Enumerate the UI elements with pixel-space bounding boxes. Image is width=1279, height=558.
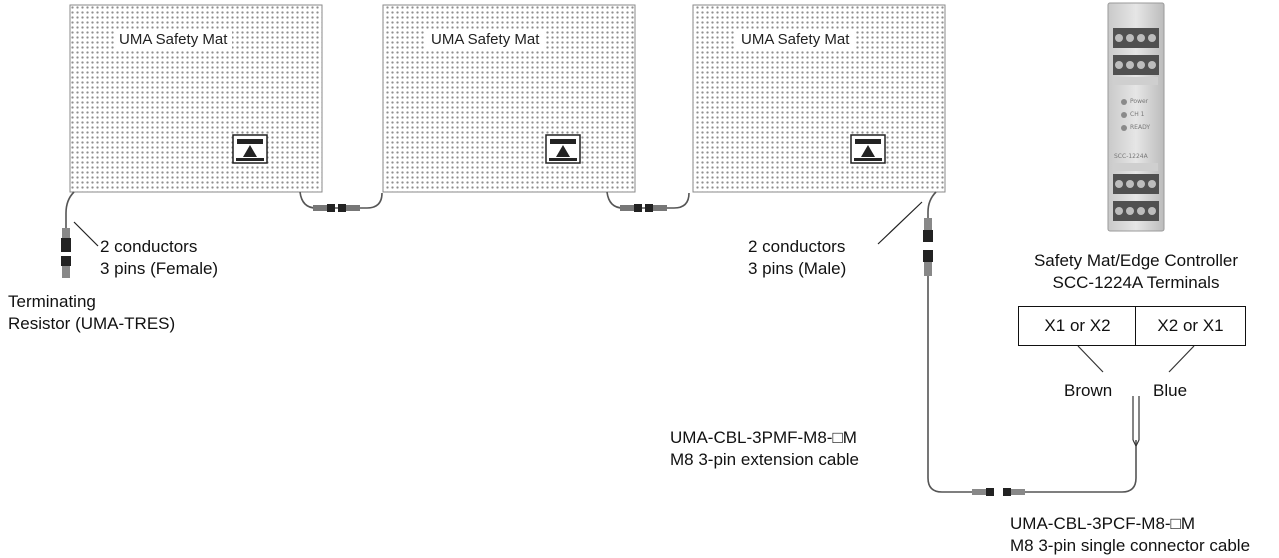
mat-title-1: UMA Safety Mat [114,30,233,50]
controller-title-line2: SCC-1224A Terminals [1052,273,1220,292]
mat-label-plate-2 [545,134,581,164]
controller-led-ready: READY [1130,124,1151,131]
mat-title-3: UMA Safety Mat [736,30,855,50]
terminator-label-line2: Resistor (UMA-TRES) [8,314,176,333]
single-connector-cable [1003,440,1137,496]
single-cable-part: UMA-CBL-3PCF-M8-□M [1010,514,1195,533]
controller-led-ch1: CH 1 [1130,111,1145,118]
right-mat-lead [923,191,937,242]
left-connection-pins: 3 pins (Female) [100,259,219,278]
right-connection-pins: 3 pins (Male) [748,259,847,278]
extension-cable-part: UMA-CBL-3PMF-M8-□M [670,428,857,447]
wire-label-blue: Blue [1153,381,1188,400]
controller-title-line1: Safety Mat/Edge Controller [1033,251,1239,270]
terminator-label-line1: Terminating [8,292,96,311]
mat-title-2: UMA Safety Mat [426,30,545,50]
terminal-left: X1 or X2 [1018,306,1137,346]
mat-link-1-2 [299,191,383,212]
mat-label-plate-1 [232,134,268,164]
terminal-right: X2 or X1 [1135,306,1246,346]
controller-device [1107,2,1165,232]
extension-cable-description: M8 3-pin extension cable [670,450,860,469]
extension-cable [923,250,994,496]
leader-left-connection [73,221,99,247]
controller-led-power: Power [1130,98,1149,105]
mat-label-plate-3 [850,134,886,164]
mat-link-2-3 [606,191,690,212]
leader-right-connection [877,201,923,245]
left-connection-conductors: 2 conductors [100,237,198,256]
wire-label-brown: Brown [1064,381,1113,400]
controller-wires [1077,345,1195,447]
single-cable-description: M8 3-pin single connector cable [1010,536,1251,555]
controller-model-label: SCC-1224A [1114,153,1148,160]
terminating-resistor [61,256,71,278]
right-connection-conductors: 2 conductors [748,237,846,256]
left-mat-lead [61,191,75,252]
